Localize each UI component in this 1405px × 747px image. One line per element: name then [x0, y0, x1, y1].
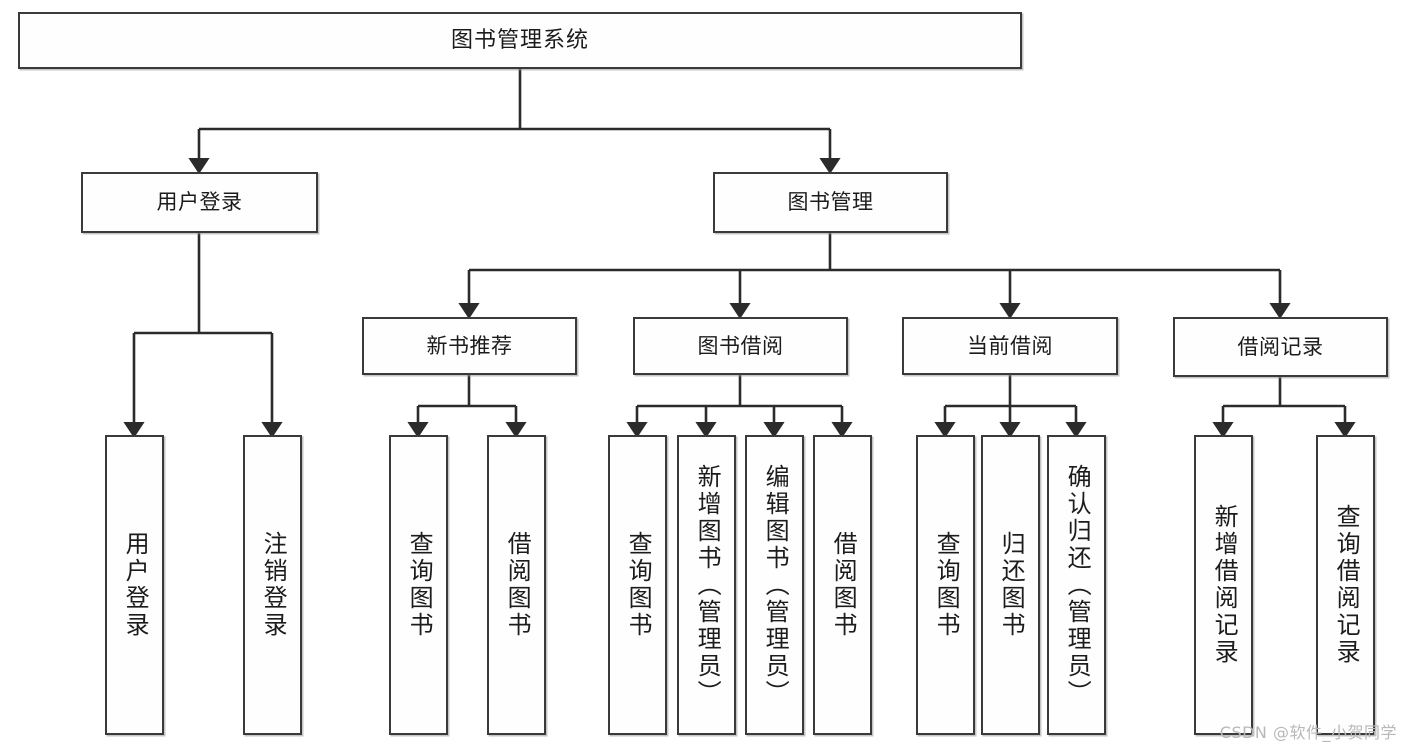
node-leaf-borrow-book-2-label: 借阅图书 — [829, 531, 858, 639]
node-current-borrow[interactable]: 当前借阅 — [902, 317, 1118, 375]
node-leaf-borrow-book-2[interactable]: 借阅图书 — [813, 435, 872, 735]
node-leaf-add-borrow-record[interactable]: 新增借阅记录 — [1194, 435, 1253, 735]
node-borrow-record[interactable]: 借阅记录 — [1173, 317, 1388, 377]
node-leaf-query-book-1-label: 查询图书 — [405, 531, 434, 639]
node-leaf-query-book-2-label: 查询图书 — [624, 531, 653, 639]
node-leaf-query-book-3[interactable]: 查询图书 — [916, 435, 975, 735]
node-book-borrow[interactable]: 图书借阅 — [633, 317, 848, 375]
node-leaf-edit-book-admin-label: 编辑图书（管理员） — [761, 463, 790, 707]
node-leaf-add-borrow-record-label: 新增借阅记录 — [1210, 504, 1239, 666]
node-leaf-edit-book-admin[interactable]: 编辑图书（管理员） — [745, 435, 804, 735]
node-book-borrow-label: 图书借阅 — [697, 333, 784, 358]
node-leaf-return-book-label: 归还图书 — [997, 531, 1026, 639]
node-book-manage[interactable]: 图书管理 — [713, 172, 948, 233]
node-leaf-query-borrow-record-label: 查询借阅记录 — [1332, 504, 1361, 666]
node-leaf-query-book-1[interactable]: 查询图书 — [389, 435, 448, 735]
node-leaf-confirm-return-admin[interactable]: 确认归还（管理员） — [1047, 435, 1106, 735]
node-current-borrow-label: 当前借阅 — [967, 333, 1053, 358]
node-leaf-query-book-3-label: 查询图书 — [932, 531, 961, 639]
node-leaf-add-book-admin[interactable]: 新增图书（管理员） — [677, 435, 736, 735]
node-leaf-return-book[interactable]: 归还图书 — [981, 435, 1040, 735]
node-leaf-user-login[interactable]: 用户登录 — [105, 435, 164, 735]
node-leaf-borrow-book-1[interactable]: 借阅图书 — [487, 435, 546, 735]
node-new-book-recommend[interactable]: 新书推荐 — [362, 317, 577, 375]
node-root-label: 图书管理系统 — [450, 27, 589, 53]
node-leaf-logout-label: 注销登录 — [259, 531, 288, 639]
node-leaf-user-login-label: 用户登录 — [121, 531, 150, 639]
node-borrow-record-label: 借阅记录 — [1237, 334, 1324, 359]
csdn-watermark: CSDN @软件_小贺同学 — [1219, 723, 1397, 742]
node-leaf-query-book-2[interactable]: 查询图书 — [608, 435, 667, 735]
node-root[interactable]: 图书管理系统 — [18, 12, 1022, 69]
node-leaf-logout[interactable]: 注销登录 — [243, 435, 302, 735]
node-user-login[interactable]: 用户登录 — [81, 172, 318, 233]
node-new-book-recommend-label: 新书推荐 — [426, 333, 513, 358]
node-leaf-add-book-admin-label: 新增图书（管理员） — [693, 463, 722, 707]
node-leaf-query-borrow-record[interactable]: 查询借阅记录 — [1316, 435, 1375, 735]
node-book-manage-label: 图书管理 — [787, 190, 874, 215]
node-leaf-borrow-book-1-label: 借阅图书 — [503, 531, 532, 639]
node-user-login-label: 用户登录 — [156, 190, 243, 215]
node-leaf-confirm-return-admin-label: 确认归还（管理员） — [1063, 463, 1092, 707]
